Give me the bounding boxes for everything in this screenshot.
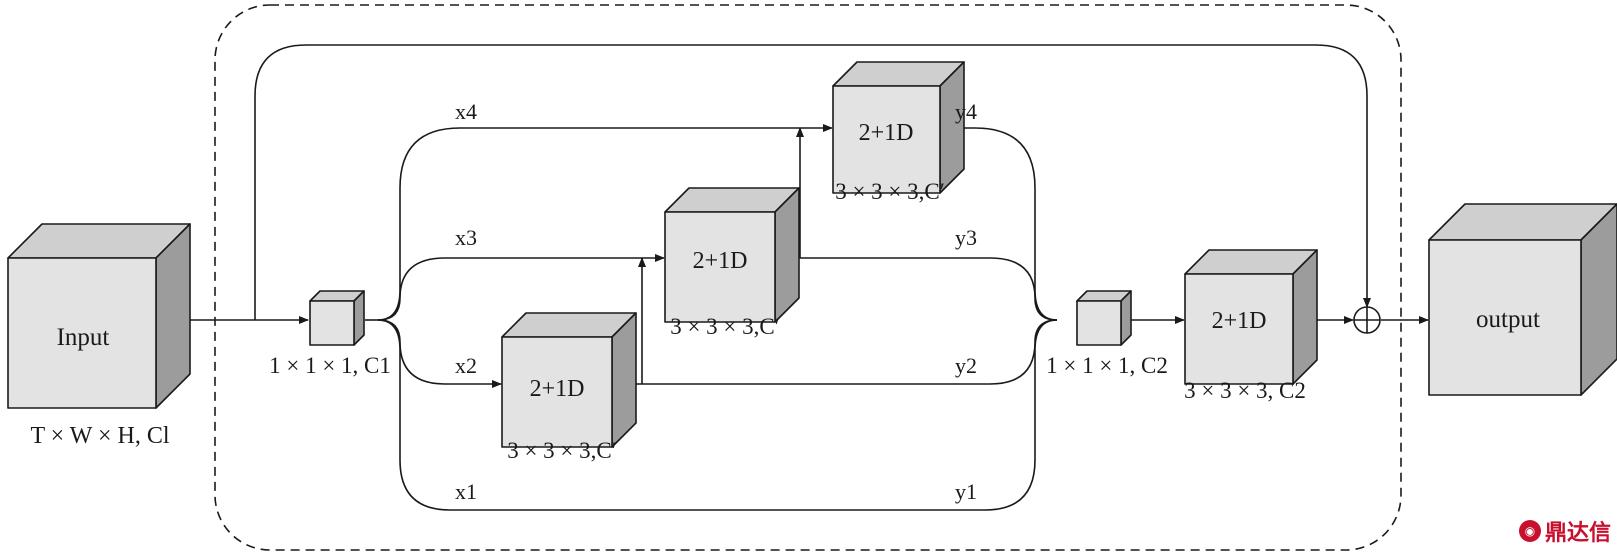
block-x2-caption: 3 × 3 × 3,C′ — [507, 438, 617, 463]
y4-path — [940, 127, 1058, 321]
cube-front-face — [309, 300, 355, 346]
branch-label-x2: x2 — [455, 353, 477, 378]
merge-label-y3: y3 — [955, 225, 977, 250]
conv-in-cube — [309, 290, 365, 346]
cube-front-face — [1428, 239, 1582, 396]
block-x4-caption: 3 × 3 × 3,C′ — [835, 179, 945, 204]
watermark: ◉ 鼎达信 — [1518, 515, 1611, 547]
watermark-text: 鼎达信 — [1544, 521, 1611, 546]
cube-side-face — [774, 187, 800, 323]
cube-side-face — [353, 290, 365, 346]
cube-front-face — [832, 85, 941, 194]
cube-side-face — [939, 61, 965, 194]
branch-label-x4: x4 — [455, 99, 477, 124]
block-x2-cube — [501, 312, 637, 448]
block-final-caption: 3 × 3 × 3, C2 — [1184, 378, 1306, 403]
branch-label-x3: x3 — [455, 225, 477, 250]
input-block-caption: T × W × H, Cl — [30, 423, 169, 449]
branch-x4-arrow — [377, 124, 833, 321]
y2-path — [612, 319, 1058, 385]
conv-in-caption: 1 × 1 × 1, C1 — [269, 353, 391, 378]
block-x4-cube — [832, 61, 965, 194]
cube-side-face — [1292, 249, 1318, 385]
cube-front-face — [1184, 273, 1294, 385]
block-final-label: 2+1D — [1212, 308, 1267, 334]
cube-front-face — [501, 336, 613, 448]
block-x3-cube — [664, 187, 800, 323]
dingdaxin-logo-icon: ◉ — [1518, 520, 1541, 542]
cube-front-face — [664, 211, 776, 323]
sum-node — [1353, 306, 1381, 334]
conv-out-caption: 1 × 1 × 1, C2 — [1046, 353, 1168, 378]
cube-layer — [7, 61, 1617, 448]
input-block-label: Input — [57, 324, 110, 351]
cube-front-face — [7, 257, 157, 409]
output-block-label: output — [1476, 306, 1540, 333]
merge-label-y4: y4 — [955, 99, 977, 124]
block-x3-label: 2+1D — [693, 248, 748, 274]
block-x2-label: 2+1D — [530, 376, 585, 402]
merge-label-y2: y2 — [955, 353, 977, 378]
branch-x3-arrow — [377, 254, 665, 321]
skip-connection-arrow — [254, 44, 1371, 320]
block-x4-label: 2+1D — [859, 120, 914, 146]
block-final-cube — [1184, 249, 1318, 385]
residual-block-frame — [214, 4, 1402, 551]
merge-label-y1: y1 — [955, 479, 977, 504]
conv-out-cube — [1076, 290, 1132, 346]
branch-label-x1: x1 — [455, 479, 477, 504]
y3-path — [775, 257, 1058, 321]
input-block-cube — [7, 223, 191, 409]
block-x3-caption: 3 × 3 × 3,C′ — [670, 314, 780, 339]
cube-side-face — [611, 312, 637, 448]
cube-front-face — [1076, 300, 1122, 346]
cube-side-face — [1120, 290, 1132, 346]
output-block-cube — [1428, 203, 1617, 396]
